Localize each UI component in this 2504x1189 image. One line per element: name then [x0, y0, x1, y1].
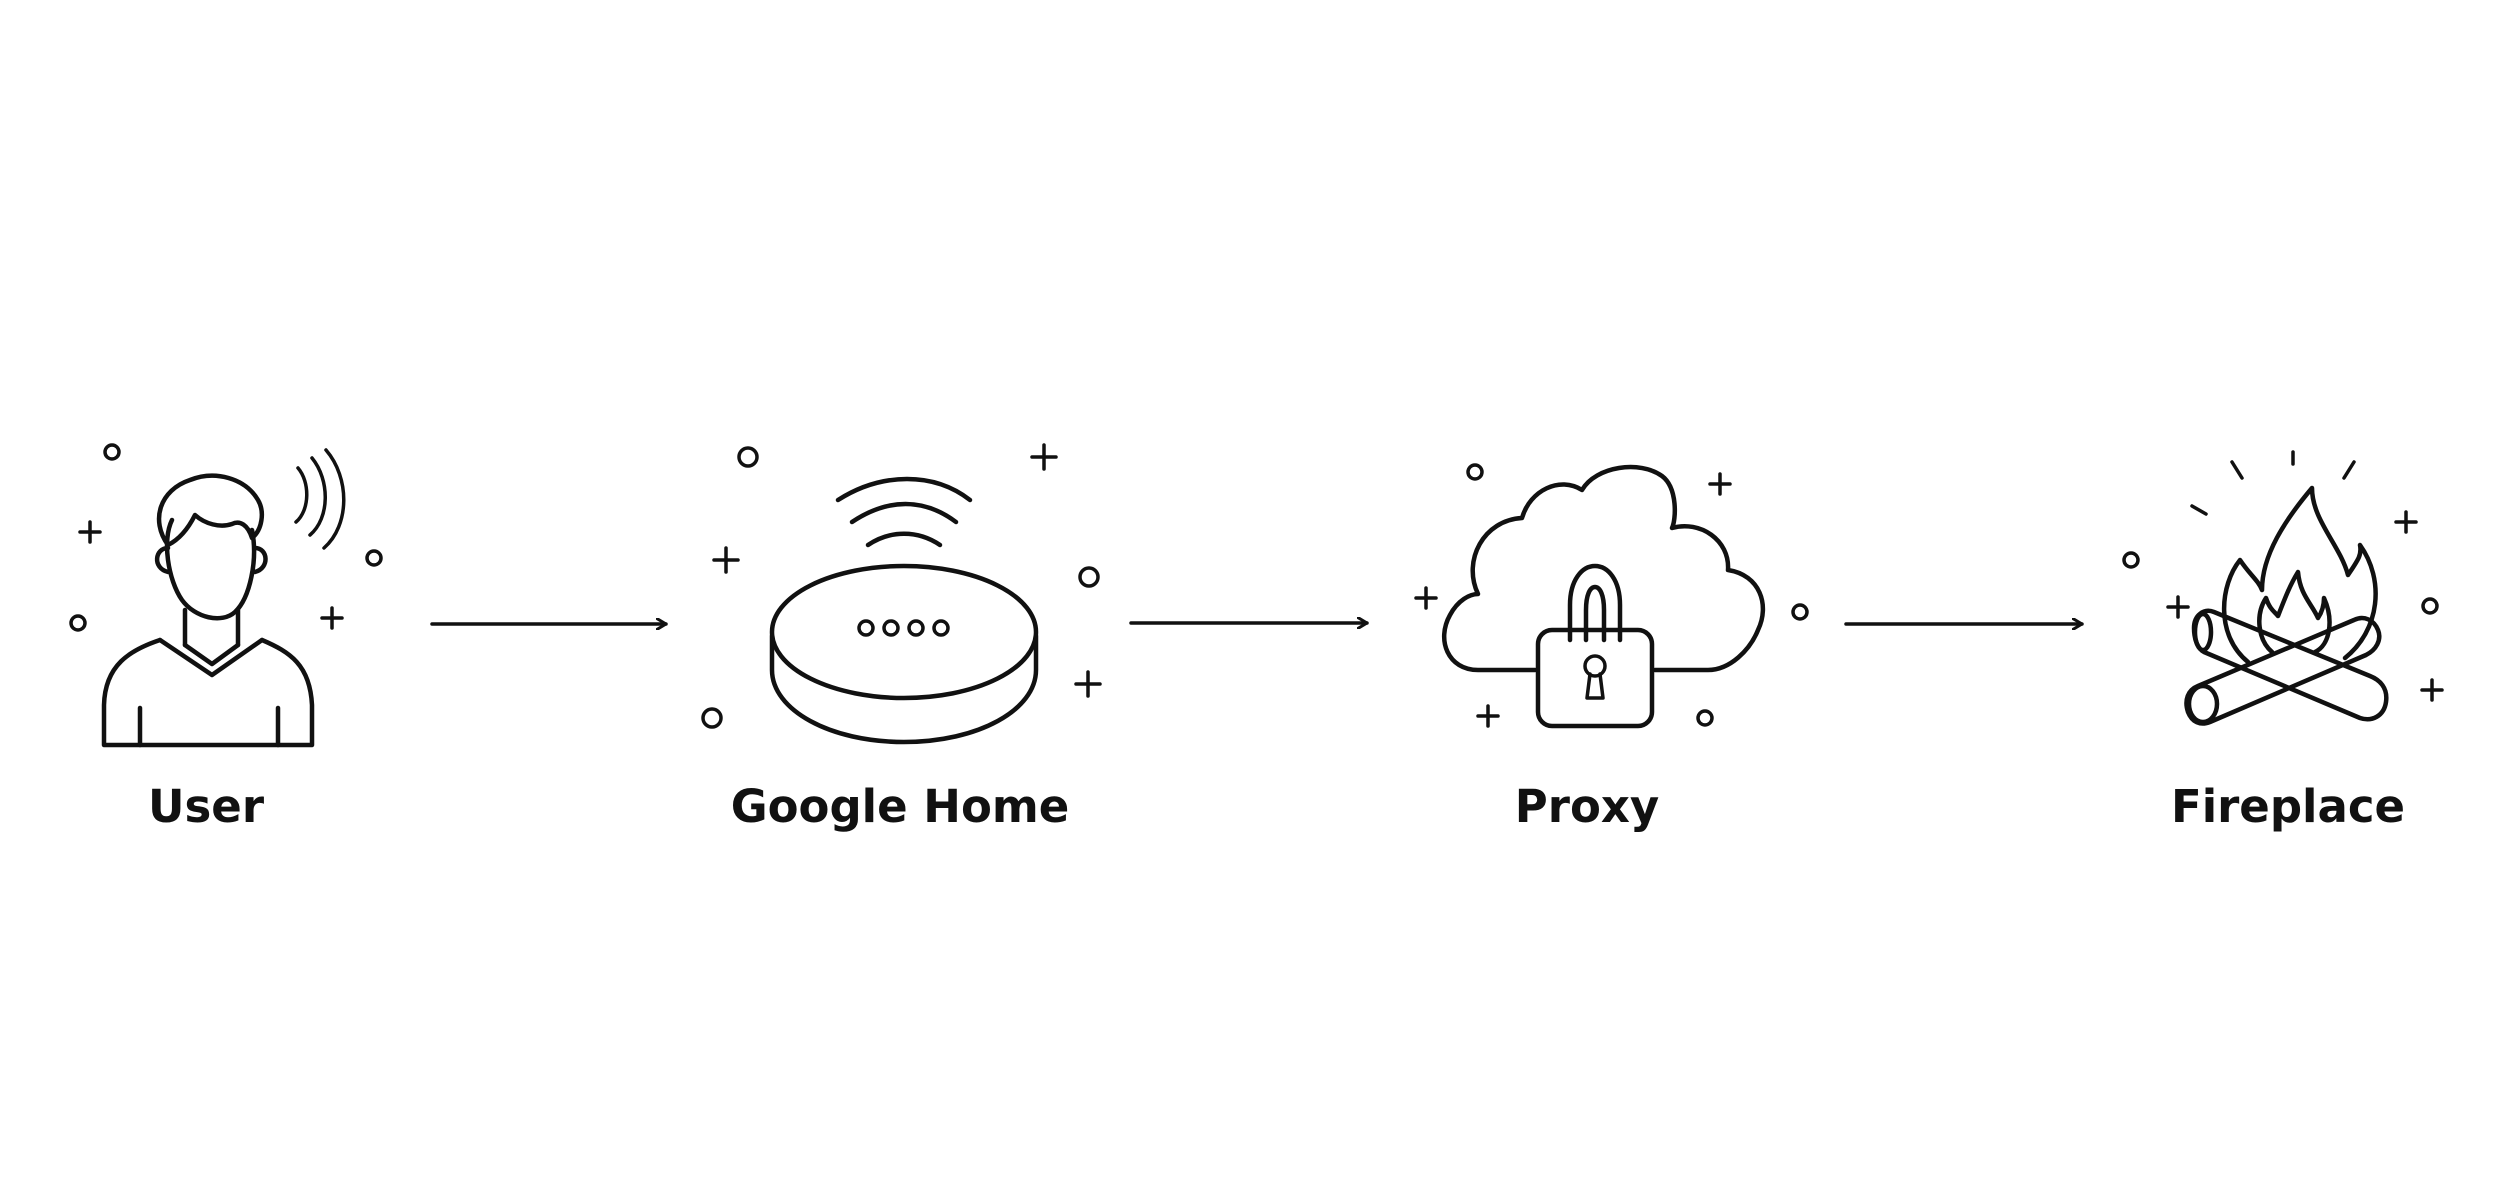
smart-speaker-icon	[769, 476, 1039, 745]
node-label-proxy: Proxy	[1515, 780, 1659, 833]
decorative-sparkles-google-home	[701, 443, 1102, 729]
node-proxy: Proxy	[1414, 463, 1809, 833]
campfire-icon	[2184, 450, 2389, 726]
node-label-user: User	[148, 780, 265, 833]
node-fireplace: Fireplace	[2122, 450, 2444, 833]
decorative-sparkles-user	[69, 443, 383, 632]
user-speaking-icon	[101, 448, 346, 748]
cloud-lock-icon	[1441, 464, 1766, 729]
decorative-sparkles-proxy	[1414, 463, 1809, 728]
node-user: User	[69, 443, 383, 833]
node-label-google-home: Google Home	[731, 780, 1070, 833]
decorative-sparkles-fireplace	[2122, 510, 2444, 702]
node-label-fireplace: Fireplace	[2171, 780, 2405, 833]
node-google-home: Google Home	[701, 443, 1102, 833]
